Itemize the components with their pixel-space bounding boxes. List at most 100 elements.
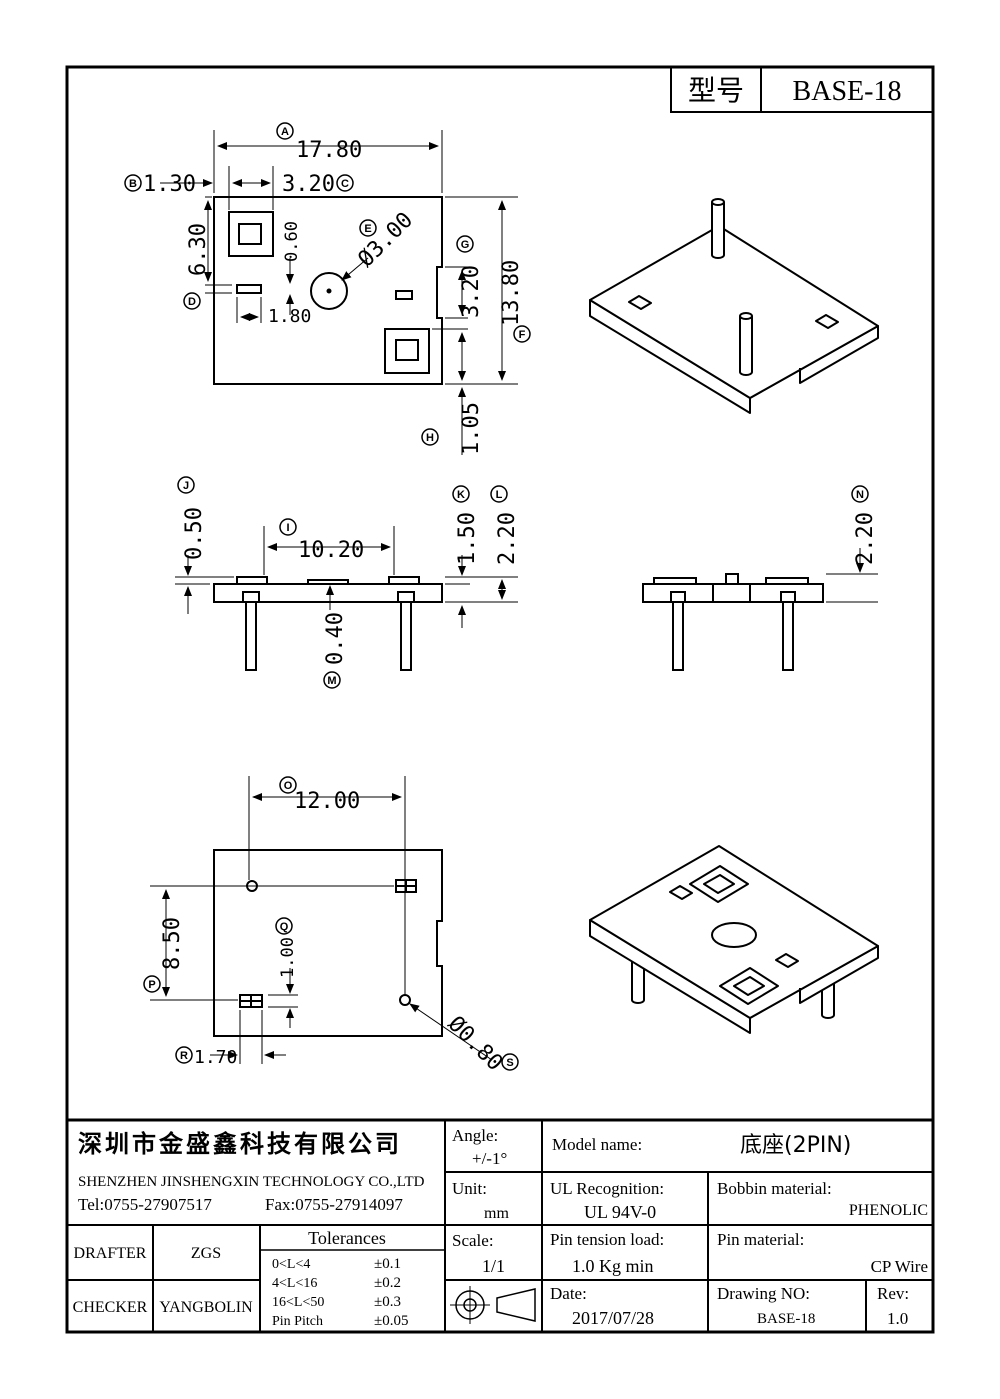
marker-q: Q (280, 921, 289, 933)
dim-A: 17.80 (296, 138, 362, 163)
model-name-label: Model name: (552, 1135, 642, 1154)
tol-value-2: ±0.2 (374, 1275, 401, 1291)
dim-H: 1.05 (459, 402, 484, 455)
end-view-key (725, 573, 739, 585)
side-view (213, 576, 443, 671)
model-label: 型号 (688, 74, 744, 107)
scale-value: 1/1 (482, 1256, 505, 1276)
date-label: Date: (550, 1284, 587, 1303)
rev-label: Rev: (877, 1284, 909, 1303)
rev-value: 1.0 (887, 1309, 908, 1328)
side-view-boss-1 (236, 576, 268, 585)
marker-b: B (129, 178, 137, 190)
marker-f: F (519, 329, 526, 341)
marker-k: K (457, 489, 465, 501)
marker-c-circle (336, 174, 354, 192)
tol-range-4: Pin Pitch (272, 1314, 323, 1329)
bobbin-value: PHENOLIC (849, 1202, 928, 1219)
bottom-view-dim-text: 12.00 8.50 1.00 1.70 Ø0.80 (160, 789, 507, 1076)
bottom-view-outline (213, 849, 443, 1037)
dim-O: 12.00 (294, 789, 360, 814)
marker-s: S (506, 1057, 513, 1069)
marker-i: I (286, 522, 289, 534)
model-value: BASE-18 (793, 76, 902, 107)
end-view-pin-2 (782, 601, 794, 671)
angle-value: +/-1° (472, 1149, 507, 1168)
pin-tension-label: Pin tension load: (550, 1230, 664, 1249)
end-view-boss-1 (653, 577, 697, 585)
dim-I: 10.20 (298, 538, 364, 563)
bottom-view-pin-hole-2 (399, 994, 411, 1006)
date-value: 2017/07/28 (572, 1308, 654, 1328)
end-view-boss-2 (765, 577, 809, 585)
pin-material-value: CP Wire (871, 1257, 928, 1276)
marker-a-circle (276, 122, 294, 140)
dim-J: 0.50 (182, 507, 207, 560)
marker-c: C (341, 178, 349, 190)
dim-Q: 1.00 (278, 937, 298, 978)
side-view-boss-3 (388, 576, 420, 585)
end-view-dims (826, 548, 878, 603)
side-view-dim-text: 0.50 10.20 1.50 2.20 0.40 (182, 507, 520, 665)
angle-label: Angle: (452, 1126, 498, 1145)
ul-value: UL 94V-0 (584, 1202, 656, 1222)
dim-M: 0.40 (323, 612, 348, 665)
sheet-border (65, 65, 935, 1334)
dim-D-width: 1.80 (268, 306, 311, 327)
marker-k-circle (452, 485, 470, 503)
marker-g: G (461, 239, 470, 251)
end-view-pin-1 (672, 601, 684, 671)
marker-n: N (856, 489, 864, 501)
tol-value-3: ±0.3 (374, 1294, 401, 1310)
tol-value-4: ±0.05 (374, 1313, 408, 1329)
unit-value: mm (484, 1205, 509, 1222)
marker-g-circle (456, 235, 474, 253)
top-view-small-slot-2 (395, 290, 413, 300)
title-block (67, 1118, 933, 1332)
ul-label: UL Recognition: (550, 1179, 664, 1198)
marker-d-circle (183, 292, 201, 310)
marker-j-circle (177, 476, 195, 494)
dim-D-small: 0.60 (282, 221, 302, 262)
company-en: SHENZHEN JINSHENGXIN TECHNOLOGY CO.,LTD (78, 1174, 425, 1190)
drafter-label: DRAFTER (74, 1245, 147, 1262)
top-view-slot-inner (238, 223, 262, 245)
iso-pin-left (631, 959, 645, 1004)
dim-N: 2.20 (853, 512, 878, 565)
company-cn: 深圳市金盛鑫科技有限公司 (78, 1130, 402, 1158)
side-view-pin-hole-1 (242, 591, 260, 603)
drawing-no-value: BASE-18 (757, 1311, 815, 1327)
marker-l: L (496, 489, 503, 501)
dim-L: 2.20 (495, 512, 520, 565)
marker-i-circle (279, 518, 297, 536)
iso-slot-1 (628, 295, 652, 310)
tol-range-1: 0<L<4 (272, 1257, 310, 1272)
unit-label: Unit: (452, 1179, 487, 1198)
tol-range-2: 4<L<16 (272, 1276, 317, 1291)
top-view (213, 196, 443, 385)
checker-value: YANGBOLIN (159, 1299, 253, 1316)
marker-d: D (188, 296, 196, 308)
side-view-pin-hole-2 (397, 591, 415, 603)
bottom-view-dims (150, 776, 493, 1064)
model-name-value: 底座(2PIN) (740, 1133, 851, 1158)
title-block-text: 深圳市金盛鑫科技有限公司 SHENZHEN JINSHENGXIN TECHNO… (73, 1126, 928, 1329)
end-view (642, 573, 824, 671)
top-view-slot-outer (228, 211, 274, 257)
top-view-small-slot (236, 284, 262, 294)
side-view-pin-2 (400, 601, 412, 671)
side-view-dims (175, 526, 518, 628)
drafter-value: ZGS (191, 1245, 221, 1262)
marker-n-circle (851, 485, 869, 503)
top-view-dims (160, 130, 518, 455)
drawing-no-label: Drawing NO: (717, 1284, 810, 1303)
top-view-center-hole (310, 272, 348, 310)
company-fax: Fax:0755-27914097 (265, 1195, 403, 1214)
marker-j: J (183, 480, 189, 492)
marker-b-circle (124, 174, 142, 192)
dim-G: 3.20 (459, 265, 484, 318)
marker-l-circle (490, 485, 508, 503)
marker-f-circle (513, 325, 531, 343)
iso-pin-back (711, 202, 725, 259)
marker-p-circle (143, 975, 161, 993)
